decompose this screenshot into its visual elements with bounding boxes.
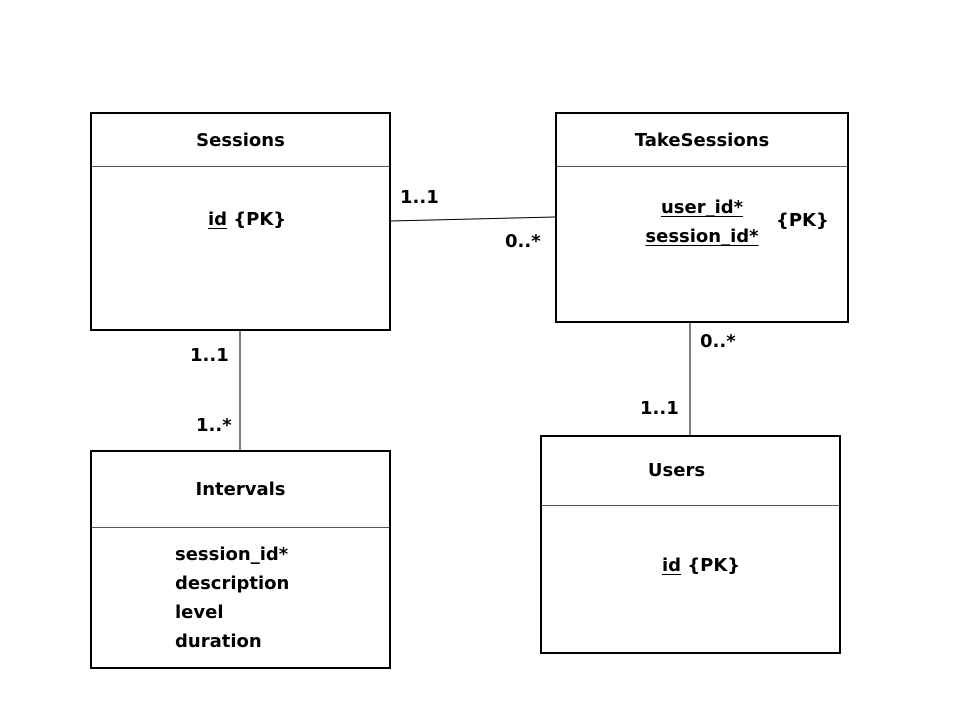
users-pk-field: id — [662, 555, 682, 576]
takesessions-pk-session-id: session_id* — [645, 226, 759, 247]
intervals-title: Intervals — [92, 452, 389, 528]
users-attributes: id {PK} — [542, 506, 839, 652]
sessions-entity[interactable]: Sessions id {PK} — [90, 112, 391, 331]
sessions-pk-tag: {PK} — [233, 209, 287, 230]
intervals-attributes: session_id* description level duration — [92, 528, 389, 667]
sessions-takesessions-line — [389, 216, 557, 222]
mult-users-side-takesessions: 1..1 — [640, 398, 679, 419]
users-title: Users — [542, 437, 839, 506]
takesessions-attributes: user_id* session_id* {PK} — [557, 167, 847, 321]
sessions-title: Sessions — [92, 114, 389, 167]
intervals-attr-duration: duration — [175, 631, 262, 652]
takesessions-title: TakeSessions — [557, 114, 847, 167]
intervals-attr-level: level — [175, 602, 224, 623]
sessions-pk-field: id — [208, 209, 228, 230]
intervals-attr-description: description — [175, 573, 290, 594]
mult-sessions-side-intervals: 1..1 — [190, 345, 229, 366]
users-pk-tag: {PK} — [687, 555, 741, 576]
takesessions-pk-tag: {PK} — [776, 210, 829, 231]
takesessions-entity[interactable]: TakeSessions user_id* session_id* {PK} — [555, 112, 849, 323]
intervals-entity[interactable]: Intervals session_id* description level … — [90, 450, 391, 669]
takesessions-pk-user-id: user_id* — [660, 197, 744, 218]
users-entity[interactable]: Users id {PK} — [540, 435, 841, 654]
mult-intervals-side-sessions: 1..* — [196, 415, 232, 436]
mult-takesessions-side-sessions: 0..* — [505, 231, 541, 252]
mult-sessions-side-takesessions: 1..1 — [400, 187, 439, 208]
intervals-attr-session-id: session_id* — [175, 544, 289, 565]
mult-takesessions-side-users: 0..* — [700, 331, 736, 352]
sessions-attributes: id {PK} — [92, 167, 389, 329]
